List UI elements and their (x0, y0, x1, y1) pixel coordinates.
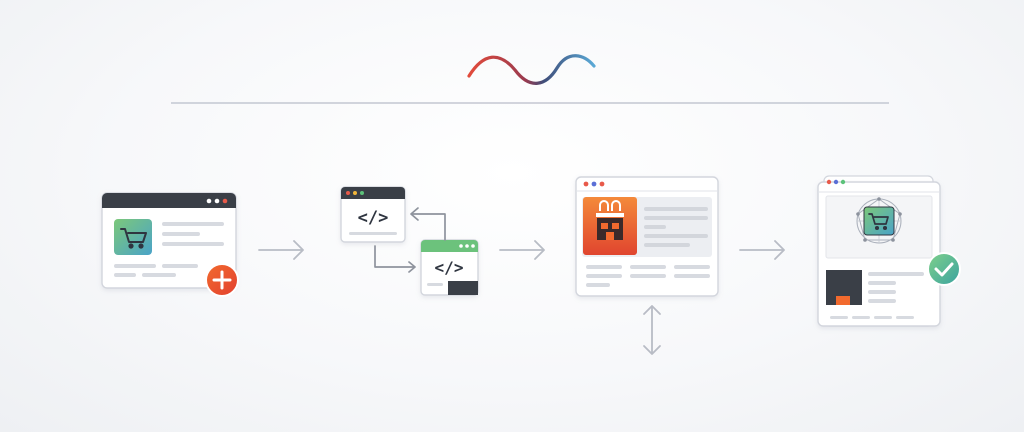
window-dot (214, 198, 220, 204)
text-line (868, 281, 896, 285)
text-line (630, 265, 666, 269)
window-dot (840, 179, 846, 185)
window-titlebar (421, 240, 478, 252)
window-dot (346, 191, 350, 195)
flow-arrow (499, 240, 545, 260)
text-line (868, 272, 924, 276)
network-cart-icon (856, 197, 902, 244)
text-line (586, 274, 622, 278)
text-line (427, 283, 443, 286)
text-line (868, 290, 896, 294)
shopping-cart-icon (120, 228, 147, 249)
wave-logo-icon (467, 54, 596, 85)
plus-glyph (212, 270, 232, 290)
cycle-arrow-icon (410, 207, 446, 241)
window-dot (465, 244, 469, 248)
text-line (830, 316, 848, 319)
text-line (142, 273, 176, 277)
text-line (630, 274, 666, 278)
text-line (162, 232, 200, 236)
text-line (874, 316, 892, 319)
text-line (644, 207, 708, 211)
text-line (586, 283, 610, 287)
window-titlebar (102, 193, 236, 208)
text-line (644, 225, 666, 229)
text-line (896, 316, 914, 319)
window-dot (360, 191, 364, 195)
window-dot (222, 198, 228, 204)
step-1-product-window (101, 192, 239, 297)
text-line (644, 243, 690, 247)
text-line (868, 299, 896, 303)
window-dot (826, 179, 832, 185)
product-thumbnail (114, 219, 152, 255)
step-3-storefront-window (575, 176, 719, 297)
code-brackets-icon: </> (435, 258, 464, 277)
flow-arrow (739, 240, 785, 260)
text-line (349, 232, 397, 235)
window-dot (353, 191, 357, 195)
window-dot (833, 179, 839, 185)
checkmark-icon (927, 252, 961, 286)
window-dot (206, 198, 212, 204)
step-2-code-cycle: </> </> (340, 186, 479, 296)
window-dot (591, 181, 597, 187)
text-line (586, 265, 622, 269)
check-glyph (934, 262, 954, 277)
step-4-verified-store (817, 175, 961, 327)
text-line (162, 222, 224, 226)
cycle-arrow-icon (374, 245, 416, 273)
text-line (114, 273, 136, 277)
text-line (644, 234, 708, 238)
window-dot (471, 244, 475, 248)
flow-arrow (258, 240, 304, 260)
text-line (162, 264, 198, 268)
product-tag (836, 296, 850, 305)
vertical-resize-icon (643, 305, 661, 355)
window-dot (459, 244, 463, 248)
text-line (852, 316, 870, 319)
window-dot (599, 181, 605, 187)
text-line (114, 264, 156, 268)
code-panel (448, 281, 478, 295)
window-titlebar (341, 187, 405, 199)
window-dot (583, 181, 589, 187)
text-line (644, 216, 708, 220)
text-line (162, 242, 224, 246)
code-brackets-icon: </> (358, 208, 389, 228)
text-line (674, 274, 710, 278)
storefront-icon (596, 200, 624, 240)
text-line (674, 265, 710, 269)
